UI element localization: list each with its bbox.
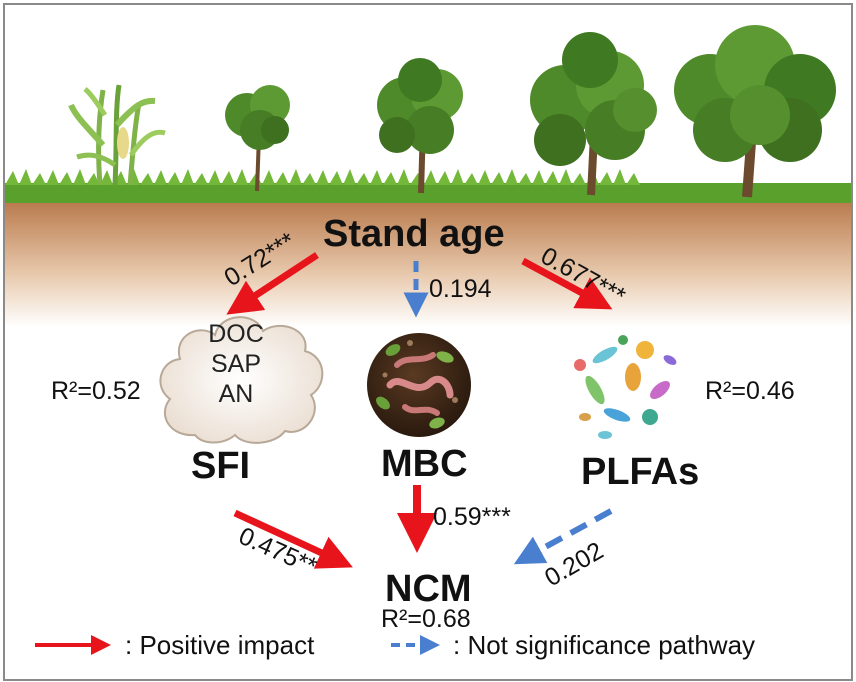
diagram-frame: 0.72*** 0.677*** 0.475** 0.202 DOC SAP A… <box>3 3 853 681</box>
sfi-cloud-icon <box>159 316 324 444</box>
node-sfi: SFI <box>191 445 251 487</box>
r2-plfas: R²=0.46 <box>705 377 795 405</box>
medium-tree-icon <box>530 32 657 196</box>
legend-not-significant-label: : Not significance pathway <box>453 630 756 660</box>
coef-mbc-ncm: 0.59*** <box>433 503 511 531</box>
node-stand-age: Stand age <box>323 213 505 255</box>
r2-ncm: R²=0.68 <box>381 605 471 633</box>
sfi-variables: DOC SAP AN <box>181 319 291 409</box>
node-ncm: NCM <box>385 568 472 610</box>
path-age-sfi <box>226 252 319 315</box>
r2-sfi: R²=0.52 <box>51 377 141 405</box>
sfi-variable-sap: SAP <box>210 350 262 378</box>
soil-microbe-icon <box>367 333 471 437</box>
diagram-canvas: 0.72*** 0.677*** 0.475** 0.202 <box>5 25 851 655</box>
path-age-plfas <box>521 257 613 310</box>
corn-plant-icon <box>68 84 166 186</box>
node-mbc: MBC <box>381 443 468 485</box>
path-plfas-ncm <box>513 508 613 565</box>
legend-positive-label: : Positive impact <box>125 630 315 660</box>
small-tree-icon <box>377 58 463 194</box>
path-sfi-ncm <box>233 509 353 569</box>
young-tree-icon <box>225 85 290 192</box>
sfi-variable-doc: DOC <box>208 320 264 348</box>
mature-tree-icon <box>674 25 836 198</box>
node-plfas: PLFAs <box>581 451 700 493</box>
coef-age-mbc: 0.194 <box>429 275 492 303</box>
grass-strip <box>5 169 851 203</box>
microbes-icon <box>573 331 677 439</box>
sfi-variable-an: AN <box>218 380 254 408</box>
